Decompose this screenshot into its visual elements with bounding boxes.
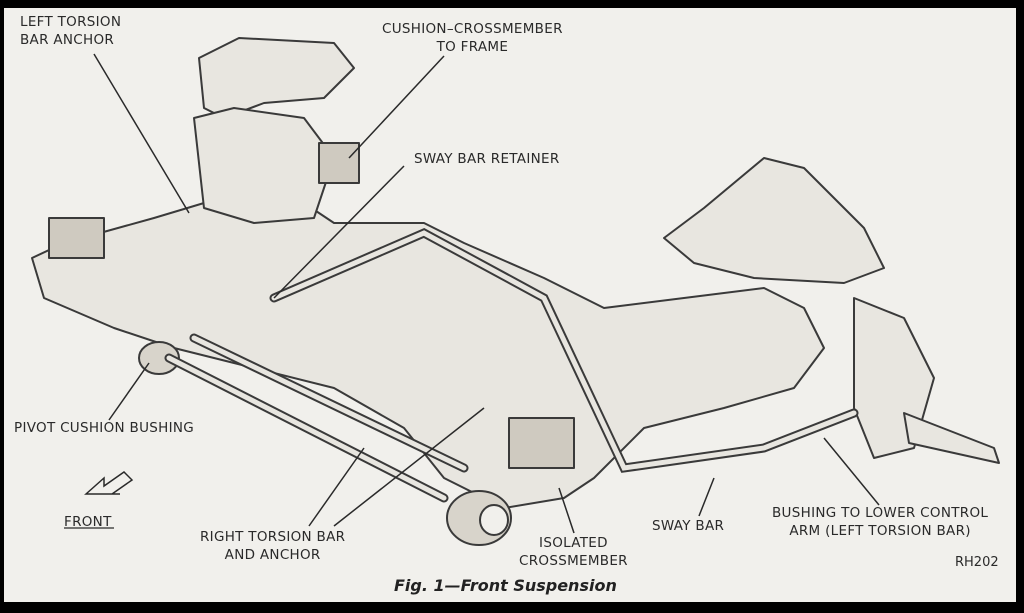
pivot-bushing	[138, 341, 180, 375]
label-right-torsion-bar: RIGHT TORSION BAR AND ANCHOR	[200, 528, 345, 564]
label-bushing-lower-control-arm: BUSHING TO LOWER CONTROL ARM (LEFT TORSI…	[772, 504, 988, 540]
label-sway-bar-retainer: SWAY BAR RETAINER	[414, 151, 560, 167]
figure-caption: Fig. 1—Front Suspension	[394, 576, 617, 595]
right-upper-control-arm	[663, 157, 885, 284]
label-left-torsion-bar-anchor: LEFT TORSION BAR ANCHOR	[20, 13, 121, 49]
label-isolated-crossmember: ISOLATED CROSSMEMBER	[519, 534, 628, 570]
label-front: FRONT	[64, 514, 112, 530]
front-suspension-illustration	[31, 37, 1000, 546]
label-line: ISOLATED	[539, 535, 608, 551]
label-line: LEFT TORSION	[20, 14, 122, 30]
label-line: TO FRAME	[436, 39, 509, 55]
label-line: BUSHING TO LOWER CONTROL	[772, 505, 989, 521]
label-sway-bar: SWAY BAR	[652, 518, 725, 534]
label-line: ARM (LEFT TORSION BAR)	[789, 523, 971, 539]
label-cushion-crossmember: CUSHION–CROSSMEMBER TO FRAME	[382, 20, 563, 56]
spindle	[903, 412, 1000, 464]
figure-code: RH202	[955, 555, 999, 570]
left-cushion	[48, 217, 105, 259]
isolated-crossmember-mount	[508, 417, 575, 469]
leader-lines	[93, 53, 880, 534]
diagram-sheet: LEFT TORSION BAR ANCHOR CUSHION–CROSSMEM…	[4, 8, 1016, 602]
label-line: CROSSMEMBER	[519, 553, 628, 569]
label-line: RIGHT TORSION BAR	[200, 529, 346, 545]
left-frame-tower	[193, 107, 335, 224]
left-upper-control-arm	[198, 37, 355, 119]
label-line: AND ANCHOR	[224, 547, 321, 563]
crossmember	[31, 187, 825, 509]
top-cushion	[318, 142, 360, 184]
label-pivot-cushion-bushing: PIVOT CUSHION BUSHING	[14, 420, 195, 436]
label-line: BAR ANCHOR	[20, 32, 115, 48]
front-arrow-icon	[84, 471, 134, 495]
label-line: CUSHION–CROSSMEMBER	[382, 21, 563, 37]
